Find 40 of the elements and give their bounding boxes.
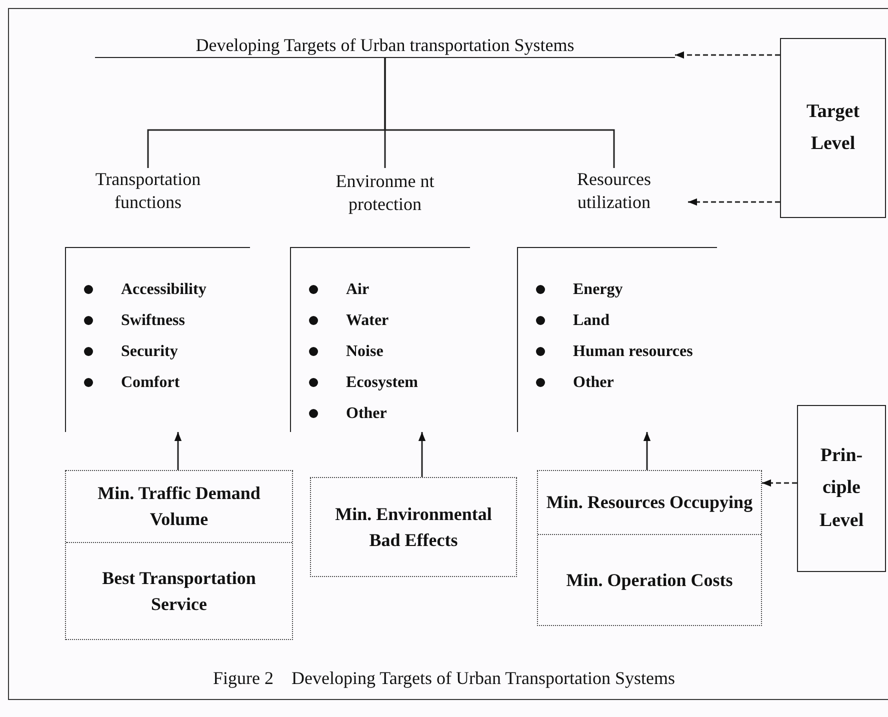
level-box	[780, 38, 886, 218]
list-item: Comfort	[121, 374, 180, 392]
arrow	[418, 432, 426, 477]
list-item: Human resources	[573, 342, 693, 360]
arrow	[174, 432, 182, 470]
list-item: Energy	[573, 280, 623, 298]
principle-text: Min. Operation Costs	[566, 568, 733, 592]
bullet-list-bracket	[65, 247, 250, 432]
arrow	[688, 198, 780, 206]
list-item: Other	[346, 404, 387, 422]
list-item: Other	[573, 374, 614, 392]
list-item: Water	[346, 312, 389, 330]
principle-text: Min. Traffic Demand Volume	[96, 482, 262, 532]
list-item: Security	[121, 342, 178, 360]
level-label: Target Level	[805, 100, 861, 156]
level-label: Prin- ciple Level	[818, 444, 865, 533]
bullet-list-bracket	[517, 247, 717, 432]
category-heading: Resources utilization	[576, 168, 652, 214]
principle-text: Min. Environmental Bad Effects	[334, 502, 493, 552]
category-heading: Environme nt protection	[334, 170, 436, 216]
principle-text: Best Transportation Service	[101, 566, 257, 616]
arrow	[675, 51, 780, 59]
connector-line	[384, 58, 615, 168]
bullet-list-bracket	[290, 247, 470, 432]
list-item: Accessibility	[121, 280, 206, 298]
arrow	[762, 479, 797, 487]
list-item: Swiftness	[121, 312, 186, 330]
diagram-heading: Developing Targets of Urban transportation Systems	[196, 35, 574, 56]
list-item: Ecosystem	[346, 374, 418, 392]
list-item: Air	[346, 280, 370, 298]
principle-text: Min. Resources Occupying	[546, 491, 753, 514]
list-item: Noise	[346, 342, 384, 360]
principle-box	[65, 470, 293, 640]
arrow	[643, 432, 651, 470]
level-box	[797, 405, 886, 572]
list-item: Land	[573, 312, 610, 330]
figure-caption: Figure 2 Developing Targets of Urban Transportation Systems	[212, 668, 676, 689]
category-heading: Transportation functions	[94, 168, 202, 214]
principle-box	[537, 470, 762, 626]
principle-box	[310, 477, 517, 577]
